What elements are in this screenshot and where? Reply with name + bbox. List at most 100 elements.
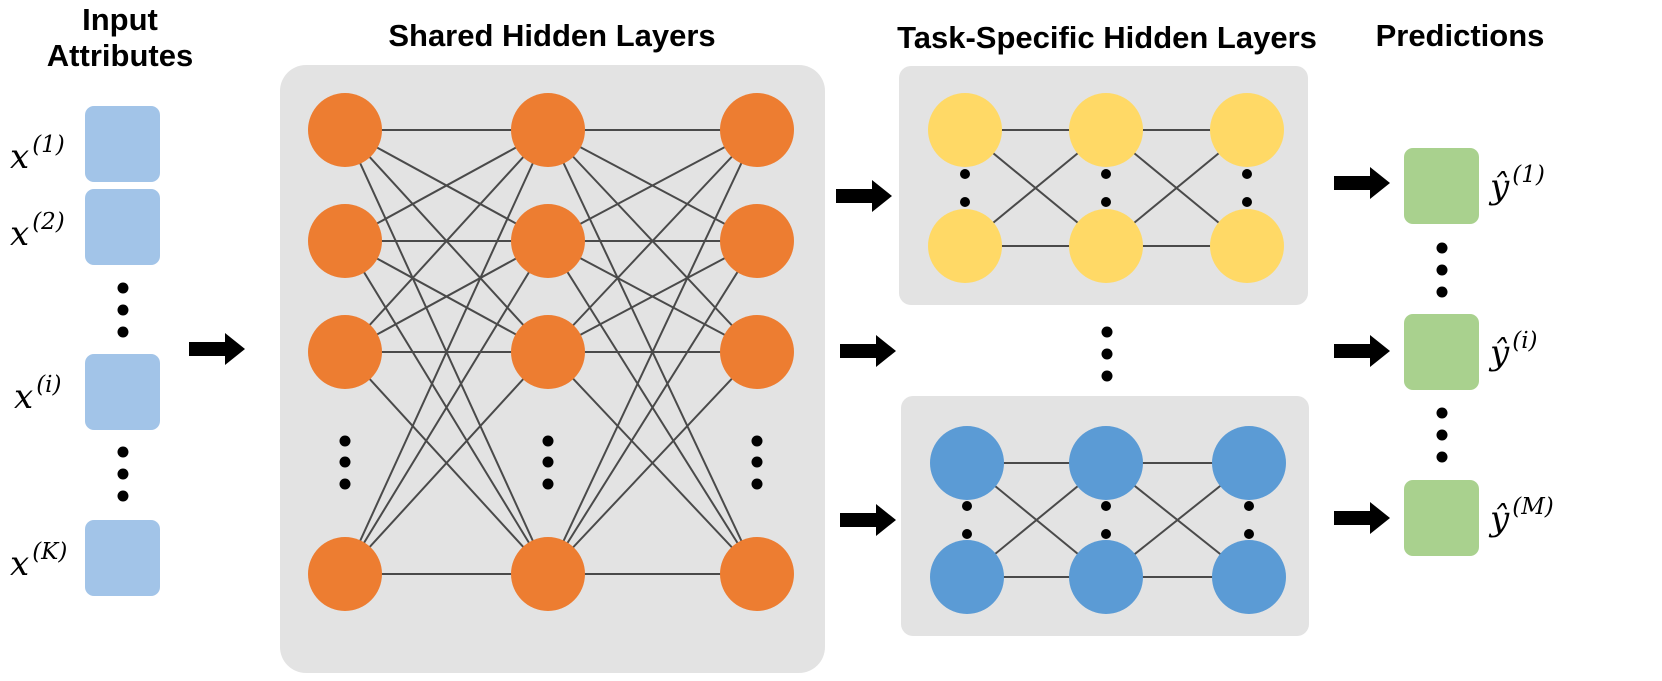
shared-node <box>511 204 585 278</box>
ellipsis-dot <box>960 197 970 207</box>
task-specific-hidden-layers-header: Task-Specific Hidden Layers <box>897 20 1317 55</box>
ellipsis-dot <box>1244 501 1254 511</box>
output-label-i: ŷ(i) <box>1488 328 1538 373</box>
flow-arrow <box>1334 335 1390 367</box>
ellipsis-dot <box>117 326 129 338</box>
ellipsis-dot <box>1242 197 1252 207</box>
shared-node <box>308 93 382 167</box>
task-bottom-node <box>1212 540 1286 614</box>
shared-edge <box>344 351 549 575</box>
ellipsis-dot <box>117 490 129 502</box>
shared-edge <box>547 129 758 242</box>
shared-node <box>511 537 585 611</box>
flow-arrow <box>840 335 896 367</box>
input-label-1: x(1) <box>10 132 65 177</box>
network-nodes <box>308 93 1286 614</box>
ellipsis-dot <box>751 456 763 468</box>
ellipsis-dot <box>1101 197 1111 207</box>
flow-arrow <box>1334 502 1390 534</box>
shared-edge <box>344 240 549 353</box>
output-box <box>1404 480 1479 556</box>
ellipsis-dot <box>1101 501 1111 511</box>
shared-edge <box>344 240 549 575</box>
task-top-node <box>1069 93 1143 167</box>
task-top-node <box>928 93 1002 167</box>
input-box <box>85 354 160 430</box>
ellipsis-dot <box>542 478 554 490</box>
ellipsis-dot <box>1101 326 1113 338</box>
shared-edge <box>547 240 758 575</box>
ellipsis-dot <box>962 529 972 539</box>
ellipsis-dot <box>117 304 129 316</box>
ellipsis-dot <box>960 169 970 179</box>
ellipsis-dot <box>1101 370 1113 382</box>
input-label-k: x(K) <box>10 539 67 584</box>
shared-edge <box>547 351 758 575</box>
ellipsis-dot <box>1436 407 1448 419</box>
ellipsis-dot <box>751 478 763 490</box>
ellipsis-dot <box>117 446 129 458</box>
ellipsis-dot <box>339 456 351 468</box>
shared-edge <box>344 129 549 575</box>
ellipsis-dots <box>117 169 1448 539</box>
shared-edge <box>344 129 549 242</box>
shared-node <box>720 93 794 167</box>
flow-arrows <box>189 167 1390 536</box>
predictions-header: Predictions <box>1376 18 1545 53</box>
ellipsis-dot <box>339 478 351 490</box>
task-bottom-node <box>930 540 1004 614</box>
shared-edge <box>344 129 549 353</box>
flow-arrow <box>840 504 896 536</box>
task-top-node <box>928 209 1002 283</box>
input-box <box>85 189 160 265</box>
ellipsis-dot <box>1101 169 1111 179</box>
ellipsis-dot <box>117 282 129 294</box>
output-box <box>1404 148 1479 224</box>
shared-node <box>720 537 794 611</box>
task-bottom-node <box>1212 426 1286 500</box>
output-label-m: ŷ(M) <box>1488 494 1554 539</box>
task-bottom-node <box>930 426 1004 500</box>
shared-node <box>511 93 585 167</box>
ellipsis-dot <box>339 435 351 447</box>
task-top-node <box>1069 209 1143 283</box>
flow-arrow <box>1334 167 1390 199</box>
shared-hidden-layers-header: Shared Hidden Layers <box>388 18 715 53</box>
shared-edge <box>547 129 758 575</box>
output-box <box>1404 314 1479 390</box>
shared-edge <box>547 129 758 353</box>
input-attributes-header-line1: Input <box>82 2 158 37</box>
ellipsis-dot <box>751 435 763 447</box>
input-attributes-header-line2: Attributes <box>47 38 193 73</box>
shared-node <box>720 315 794 389</box>
shared-node <box>308 537 382 611</box>
task-bottom-node <box>1069 426 1143 500</box>
task-top-node <box>1210 209 1284 283</box>
input-label-i: x(i) <box>14 372 62 417</box>
ellipsis-dot <box>117 468 129 480</box>
ellipsis-dot <box>542 456 554 468</box>
task-bottom-node <box>1069 540 1143 614</box>
ellipsis-dot <box>1436 429 1448 441</box>
ellipsis-dot <box>542 435 554 447</box>
shared-node <box>511 315 585 389</box>
ellipsis-dot <box>1436 264 1448 276</box>
task-top-node <box>1210 93 1284 167</box>
shared-edge <box>547 240 758 353</box>
flow-arrow <box>189 333 245 365</box>
shared-node <box>308 204 382 278</box>
shared-node <box>308 315 382 389</box>
output-label-1: ŷ(1) <box>1488 162 1545 207</box>
input-label-2: x(2) <box>10 209 65 254</box>
shared-node <box>720 204 794 278</box>
flow-arrow <box>836 180 892 212</box>
ellipsis-dot <box>1436 286 1448 298</box>
ellipsis-dot <box>1101 529 1111 539</box>
input-box <box>85 520 160 596</box>
input-box <box>85 106 160 182</box>
ellipsis-dot <box>962 501 972 511</box>
ellipsis-dot <box>1101 348 1113 360</box>
ellipsis-dot <box>1436 242 1448 254</box>
ellipsis-dot <box>1242 169 1252 179</box>
